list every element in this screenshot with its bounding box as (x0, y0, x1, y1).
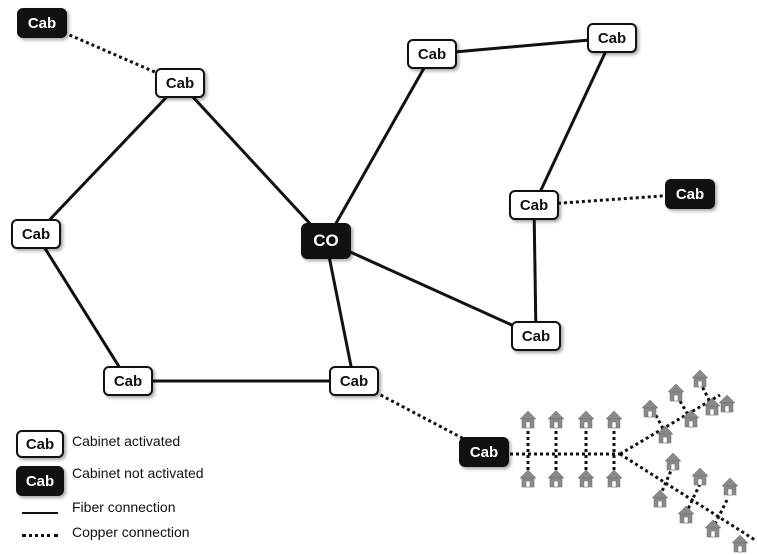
copper-link (619, 452, 756, 542)
house-icon (547, 410, 565, 429)
house-icon (691, 467, 709, 486)
fiber-link (431, 36, 613, 56)
cabinet-activated: Cab (155, 68, 205, 98)
house-icon (721, 477, 739, 496)
legend-fiber-label: Fiber connection (72, 499, 176, 515)
fiber-link (324, 53, 434, 242)
fiber-link (532, 37, 614, 206)
house-icon (519, 410, 537, 429)
cabinet-not-activated: Cab (17, 8, 67, 38)
cabinet-not-activated: Cab (665, 179, 715, 209)
cabinet-activated: Cab (509, 190, 559, 220)
legend-not-activated-box: Cab (16, 466, 64, 496)
central-office: CO (301, 223, 351, 259)
house-icon (703, 397, 721, 416)
house-icon (704, 519, 722, 538)
house-icon (691, 369, 709, 388)
fiber-links (34, 36, 614, 383)
house-icon (577, 469, 595, 488)
house-icon (605, 410, 623, 429)
house-icon (677, 505, 695, 524)
copper-link (698, 381, 714, 407)
house-icon (664, 452, 682, 471)
copper-link (533, 192, 691, 207)
house-icon (682, 409, 700, 428)
houses-group (519, 369, 749, 553)
cabinet-not-activated: Cab (459, 437, 509, 467)
copper-link (619, 393, 721, 456)
house-icon (731, 534, 749, 553)
fiber-link (178, 81, 328, 243)
copper-link (675, 395, 692, 419)
house-icon (667, 383, 685, 402)
house-icon (547, 469, 565, 488)
house-icon (718, 394, 736, 413)
fiber-link (532, 204, 538, 337)
legend-not-activated-label: Cabinet not activated (72, 465, 204, 481)
cabinet-activated: Cab (103, 366, 153, 396)
house-icon (651, 489, 669, 508)
house-icon (577, 410, 595, 429)
legend-copper-label: Copper connection (72, 524, 190, 540)
copper-links (41, 21, 756, 542)
house-icon (656, 425, 674, 444)
fiber-link (325, 239, 537, 338)
house-icon (519, 469, 537, 488)
cabinet-activated: Cab (407, 39, 457, 69)
cabinet-activated: Cab (587, 23, 637, 53)
fiber-link (324, 240, 356, 382)
fiber-link (34, 81, 182, 236)
legend-activated-label: Cabinet activated (72, 433, 181, 449)
house-icon (605, 469, 623, 488)
legend-copper-line (22, 534, 58, 537)
legend-fiber-line (22, 512, 58, 514)
fiber-link (34, 233, 130, 382)
house-icon (641, 399, 659, 418)
cabinet-activated: Cab (11, 219, 61, 249)
legend-activated-box: Cab (16, 430, 64, 458)
cabinet-activated: Cab (329, 366, 379, 396)
cabinet-activated: Cab (511, 321, 561, 351)
